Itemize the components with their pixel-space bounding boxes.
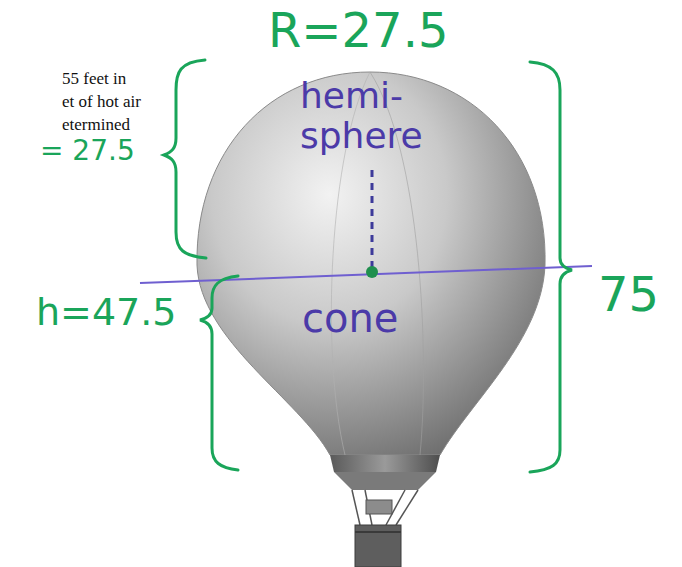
center-dot <box>366 266 378 278</box>
radius-line <box>371 170 374 268</box>
radius-note: = 27.5 <box>40 136 135 167</box>
problem-text: 55 feet in <box>62 70 126 89</box>
equator-line <box>140 266 592 283</box>
height-note: h=47.5 <box>36 292 177 334</box>
problem-text: etermined <box>62 116 130 135</box>
balloon-band <box>330 455 440 472</box>
hemisphere-brace <box>164 60 206 258</box>
balloon-envelope <box>197 72 545 455</box>
problem-text: et of hot air <box>62 93 141 112</box>
height-note: 75 <box>598 268 659 321</box>
part-name: hemi- sphere <box>300 76 450 155</box>
basket-straps <box>352 490 418 525</box>
height-bracket <box>530 62 572 472</box>
cone-brace <box>200 276 238 470</box>
basket <box>355 525 401 567</box>
basket-rim <box>355 531 401 533</box>
burner <box>366 500 392 514</box>
balloon-skirt <box>334 472 436 490</box>
part-name: cone <box>302 296 398 340</box>
radius-note: R=27.5 <box>268 4 448 57</box>
